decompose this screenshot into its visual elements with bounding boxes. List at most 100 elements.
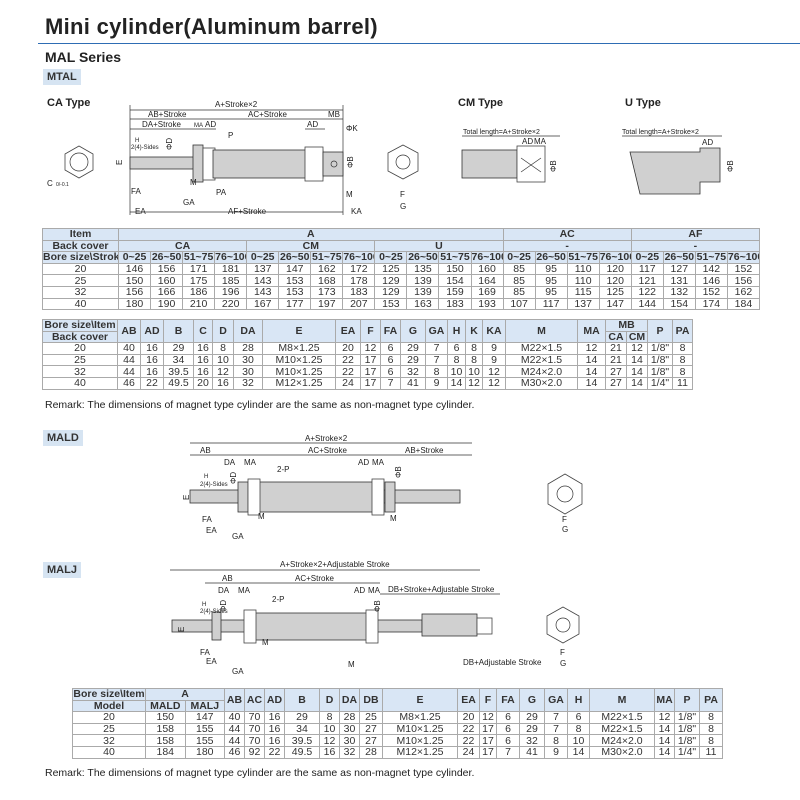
bore-size-cell: 40 (42, 376, 118, 390)
value-cell: 156 (150, 262, 184, 276)
value-cell: M24×2.0 (589, 734, 655, 747)
value-cell: 143 (246, 274, 280, 287)
dimension-label: H (202, 602, 206, 608)
value-cell: 8 (425, 365, 448, 378)
dimension-label: F (560, 648, 565, 657)
dimension-label: ΦD (229, 472, 238, 484)
value-cell: 171 (182, 262, 216, 276)
header-mb-cm: CM (626, 330, 648, 344)
value-cell: 139 (406, 285, 440, 299)
dimension-label: DA (224, 458, 236, 467)
value-cell: M22×1.5 (589, 722, 655, 736)
dimension-label: AD (205, 120, 216, 129)
value-cell: 14 (577, 365, 606, 378)
header-a: A (145, 688, 225, 701)
header-stroke-range: 0~25 (502, 251, 536, 264)
value-cell: 156 (726, 274, 761, 287)
value-cell: 11 (672, 376, 693, 390)
page-title: Mini cylinder(Aluminum barrel) (45, 14, 378, 39)
value-cell: 29 (400, 353, 426, 367)
header-col: H (447, 318, 466, 344)
header-stroke-range: 26~50 (534, 251, 568, 264)
value-cell: 166 (150, 285, 184, 299)
dimension-label: KA (351, 207, 362, 216)
header-stroke-range: 0~25 (117, 251, 152, 264)
value-cell: 220 (214, 297, 248, 311)
value-cell: 173 (310, 285, 344, 299)
value-cell: 183 (438, 297, 472, 311)
dimension-label: M (258, 512, 265, 521)
value-cell: M22×1.5 (505, 353, 578, 367)
dimension-label: A+Stroke×2 (215, 100, 258, 109)
value-cell: 110 (566, 274, 600, 287)
value-cell: 1/8" (647, 342, 673, 355)
header-group-af: AF (630, 228, 761, 241)
value-cell: 27 (359, 734, 383, 747)
value-cell: 196 (214, 285, 248, 299)
value-cell: 135 (406, 262, 440, 276)
header-stroke-range: 26~50 (150, 251, 184, 264)
value-cell: 159 (438, 285, 472, 299)
header-stroke-range: 26~50 (662, 251, 696, 264)
value-cell: 9 (544, 745, 568, 759)
value-cell: 40 (224, 711, 245, 724)
dimension-label: 2(4)-Sides (200, 609, 228, 615)
value-cell: M10×1.25 (262, 365, 336, 378)
value-cell: 152 (726, 262, 761, 276)
value-cell: 10 (567, 734, 590, 747)
cylinder-barrel (212, 149, 324, 179)
dimension-label: AD (354, 586, 365, 595)
value-cell: 168 (310, 274, 344, 287)
dimension-label: M (262, 638, 269, 647)
value-cell: 20 (193, 376, 213, 390)
value-cell: 16 (140, 353, 164, 367)
value-cell: 150 (438, 262, 472, 276)
header-col: F (360, 318, 381, 344)
title-divider (38, 43, 800, 44)
header-cover: - (630, 239, 761, 253)
value-cell: 153 (278, 285, 312, 299)
value-cell: 129 (374, 274, 408, 287)
value-cell: 153 (374, 297, 408, 311)
header-bore-item: Bore size\Item (72, 688, 146, 701)
dimension-label: ΦB (726, 160, 735, 172)
value-cell: 95 (534, 262, 568, 276)
dimension-label: ΦB (346, 156, 355, 168)
value-cell: 155 (184, 722, 225, 736)
value-cell: 30 (339, 722, 360, 736)
value-cell: 29 (400, 342, 426, 355)
value-cell: 24 (457, 745, 480, 759)
value-cell: 127 (662, 262, 696, 276)
value-cell: 193 (470, 297, 504, 311)
value-cell: 14 (654, 745, 675, 759)
dimension-label: MA (368, 586, 381, 595)
dimension-label: MB (328, 110, 340, 119)
dimension-label: MA (244, 458, 257, 467)
value-cell: M8×1.25 (382, 711, 458, 724)
value-cell: 186 (182, 285, 216, 299)
value-cell: 175 (182, 274, 216, 287)
value-cell: 22 (457, 734, 480, 747)
header-col: B (284, 687, 320, 713)
value-cell: 95 (534, 285, 568, 299)
value-cell: 167 (246, 297, 280, 311)
header-back-cover: Back cover (42, 330, 118, 344)
header-col: M (589, 687, 655, 713)
header-cover: CM (246, 239, 376, 253)
value-cell: 178 (342, 274, 376, 287)
value-cell: 39.5 (284, 734, 320, 747)
header-mald: MALD (145, 699, 186, 713)
value-cell: 158 (145, 734, 186, 747)
dimension-label: MA (372, 458, 385, 467)
header-col: DA (339, 687, 360, 713)
dimension-label: M (346, 190, 353, 199)
value-cell: 34 (163, 353, 194, 367)
value-cell: 44 (224, 734, 245, 747)
